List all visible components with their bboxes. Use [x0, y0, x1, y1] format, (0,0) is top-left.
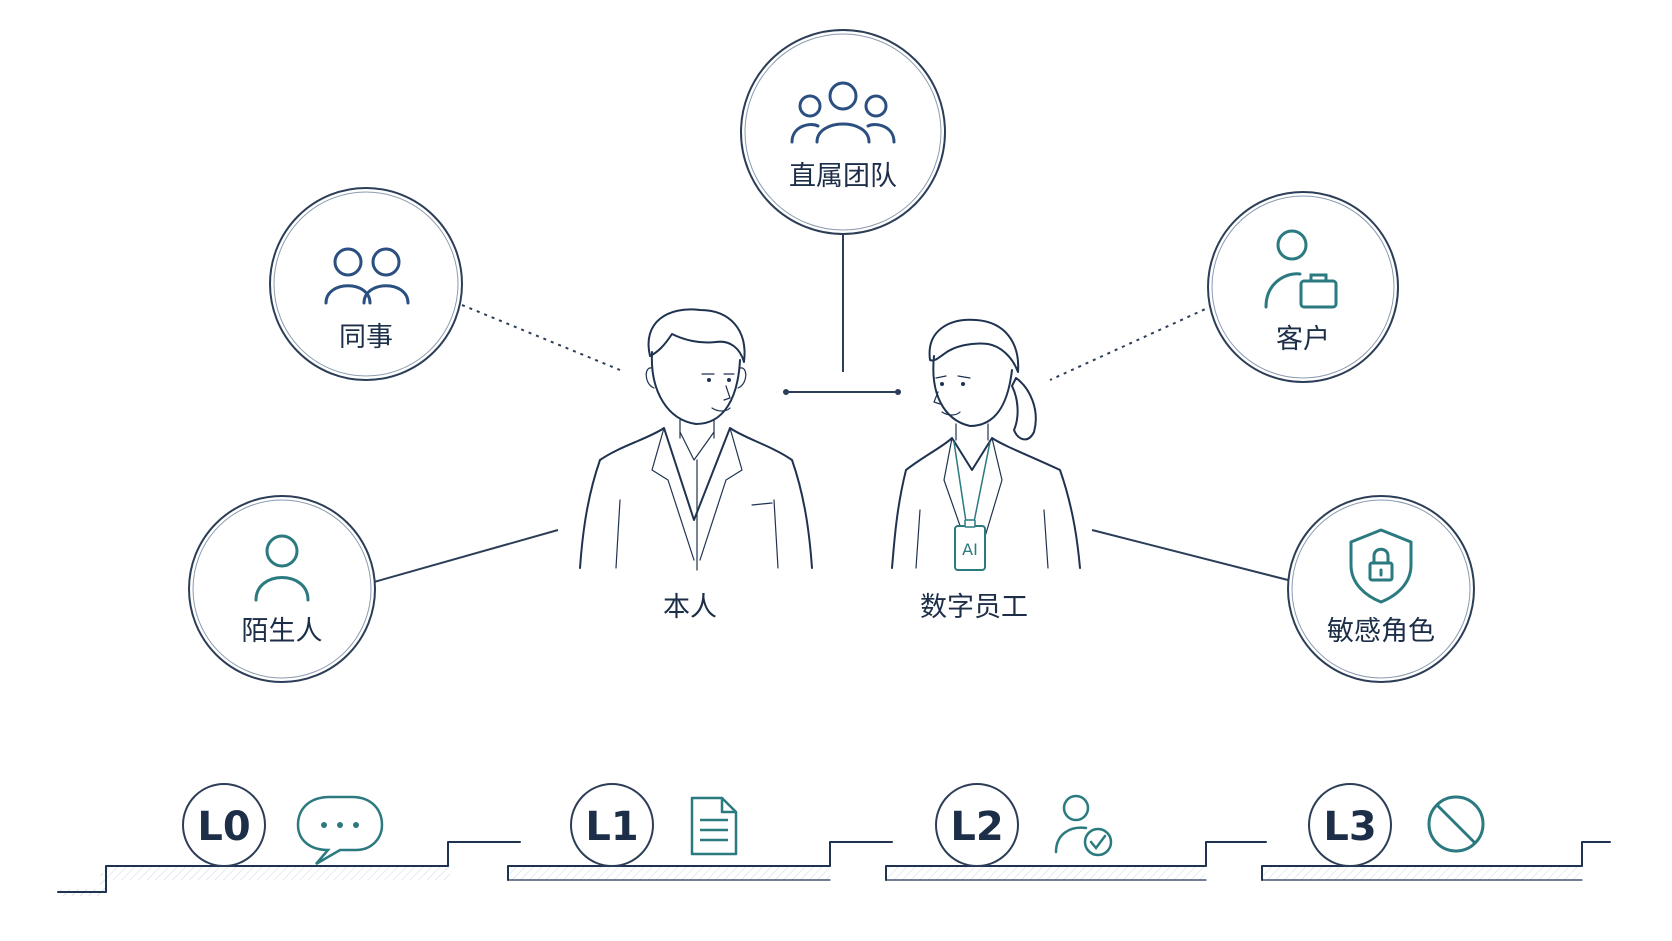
- node-customer: 客户: [1207, 191, 1399, 383]
- document-icon: [690, 796, 738, 856]
- level-l2: L2: [935, 783, 1113, 867]
- person-briefcase-icon: [1264, 229, 1338, 309]
- team-group-icon: [790, 81, 896, 144]
- level-l1: L1: [570, 783, 738, 867]
- node-label-direct-team: 直属团队: [789, 161, 897, 192]
- connector-sensitive: [1091, 529, 1289, 581]
- node-sensitive-role: 敏感角色: [1287, 495, 1475, 683]
- connector-stranger: [373, 529, 559, 583]
- connector-dot-right: [895, 389, 901, 395]
- node-label-sensitive-role: 敏感角色: [1327, 616, 1435, 647]
- single-person-icon: [254, 534, 310, 602]
- chat-bubble-icon: [296, 795, 384, 866]
- level-label-l1: L1: [585, 804, 638, 850]
- connector-customer: [1049, 305, 1213, 381]
- shield-lock-icon: [1349, 528, 1413, 604]
- node-label-customer: 客户: [1276, 324, 1330, 355]
- level-label-l2: L2: [950, 804, 1003, 850]
- staircase: [57, 841, 1611, 896]
- level-l3: L3: [1308, 783, 1485, 867]
- node-direct-team: 直属团队: [740, 29, 946, 235]
- digital-employee-illustration: AI: [891, 318, 1081, 571]
- node-colleague: 同事: [269, 187, 463, 381]
- prohibited-icon: [1427, 795, 1485, 853]
- connector-colleague: [461, 304, 621, 371]
- self-illustration: [579, 308, 813, 571]
- two-people-icon: [324, 247, 410, 305]
- level-l0: L0: [182, 783, 384, 867]
- person-label-digital-employee: 数字员工: [920, 592, 1028, 623]
- ai-badge-text: AI: [962, 540, 978, 559]
- node-label-colleague: 同事: [339, 322, 393, 353]
- level-label-l3: L3: [1323, 804, 1376, 850]
- person-self: 本人: [579, 308, 813, 623]
- lanyard: [953, 441, 967, 523]
- node-label-stranger: 陌生人: [242, 616, 323, 647]
- connectors: [373, 233, 1289, 583]
- level-label-l0: L0: [197, 804, 250, 850]
- person-label-self: 本人: [663, 592, 717, 623]
- node-stranger: 陌生人: [188, 495, 376, 683]
- connector-dot-left: [783, 389, 789, 395]
- person-digital-employee: AI 数字员工: [891, 318, 1081, 623]
- user-check-icon: [1054, 794, 1113, 857]
